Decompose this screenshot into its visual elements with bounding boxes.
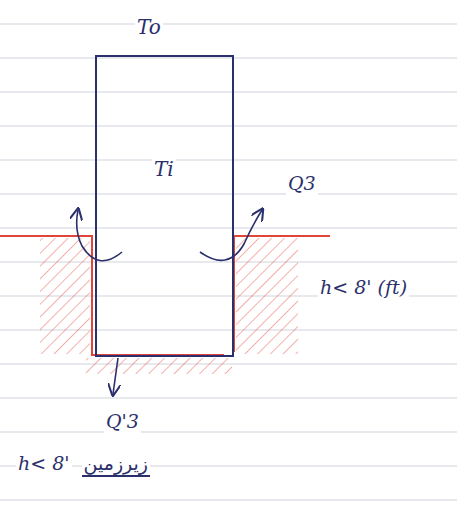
basement-note: زیرزمین — [82, 452, 151, 477]
depth-note: h< 8' — [16, 452, 72, 475]
inside-temperature: Ti — [152, 157, 176, 181]
heat-loss-label: Q3 — [286, 172, 318, 195]
ground-line — [0, 236, 330, 355]
floor-heat-loss-label: Q'3 — [104, 410, 141, 433]
building-wall: ToTi — [95, 55, 234, 357]
ground-hatch — [40, 238, 298, 374]
ambient-temperature: To — [135, 15, 163, 39]
heat-flow-arrows — [77, 210, 262, 394]
ruled-lines — [0, 24, 457, 500]
depth-note: h< 8' (ft) — [318, 276, 409, 299]
